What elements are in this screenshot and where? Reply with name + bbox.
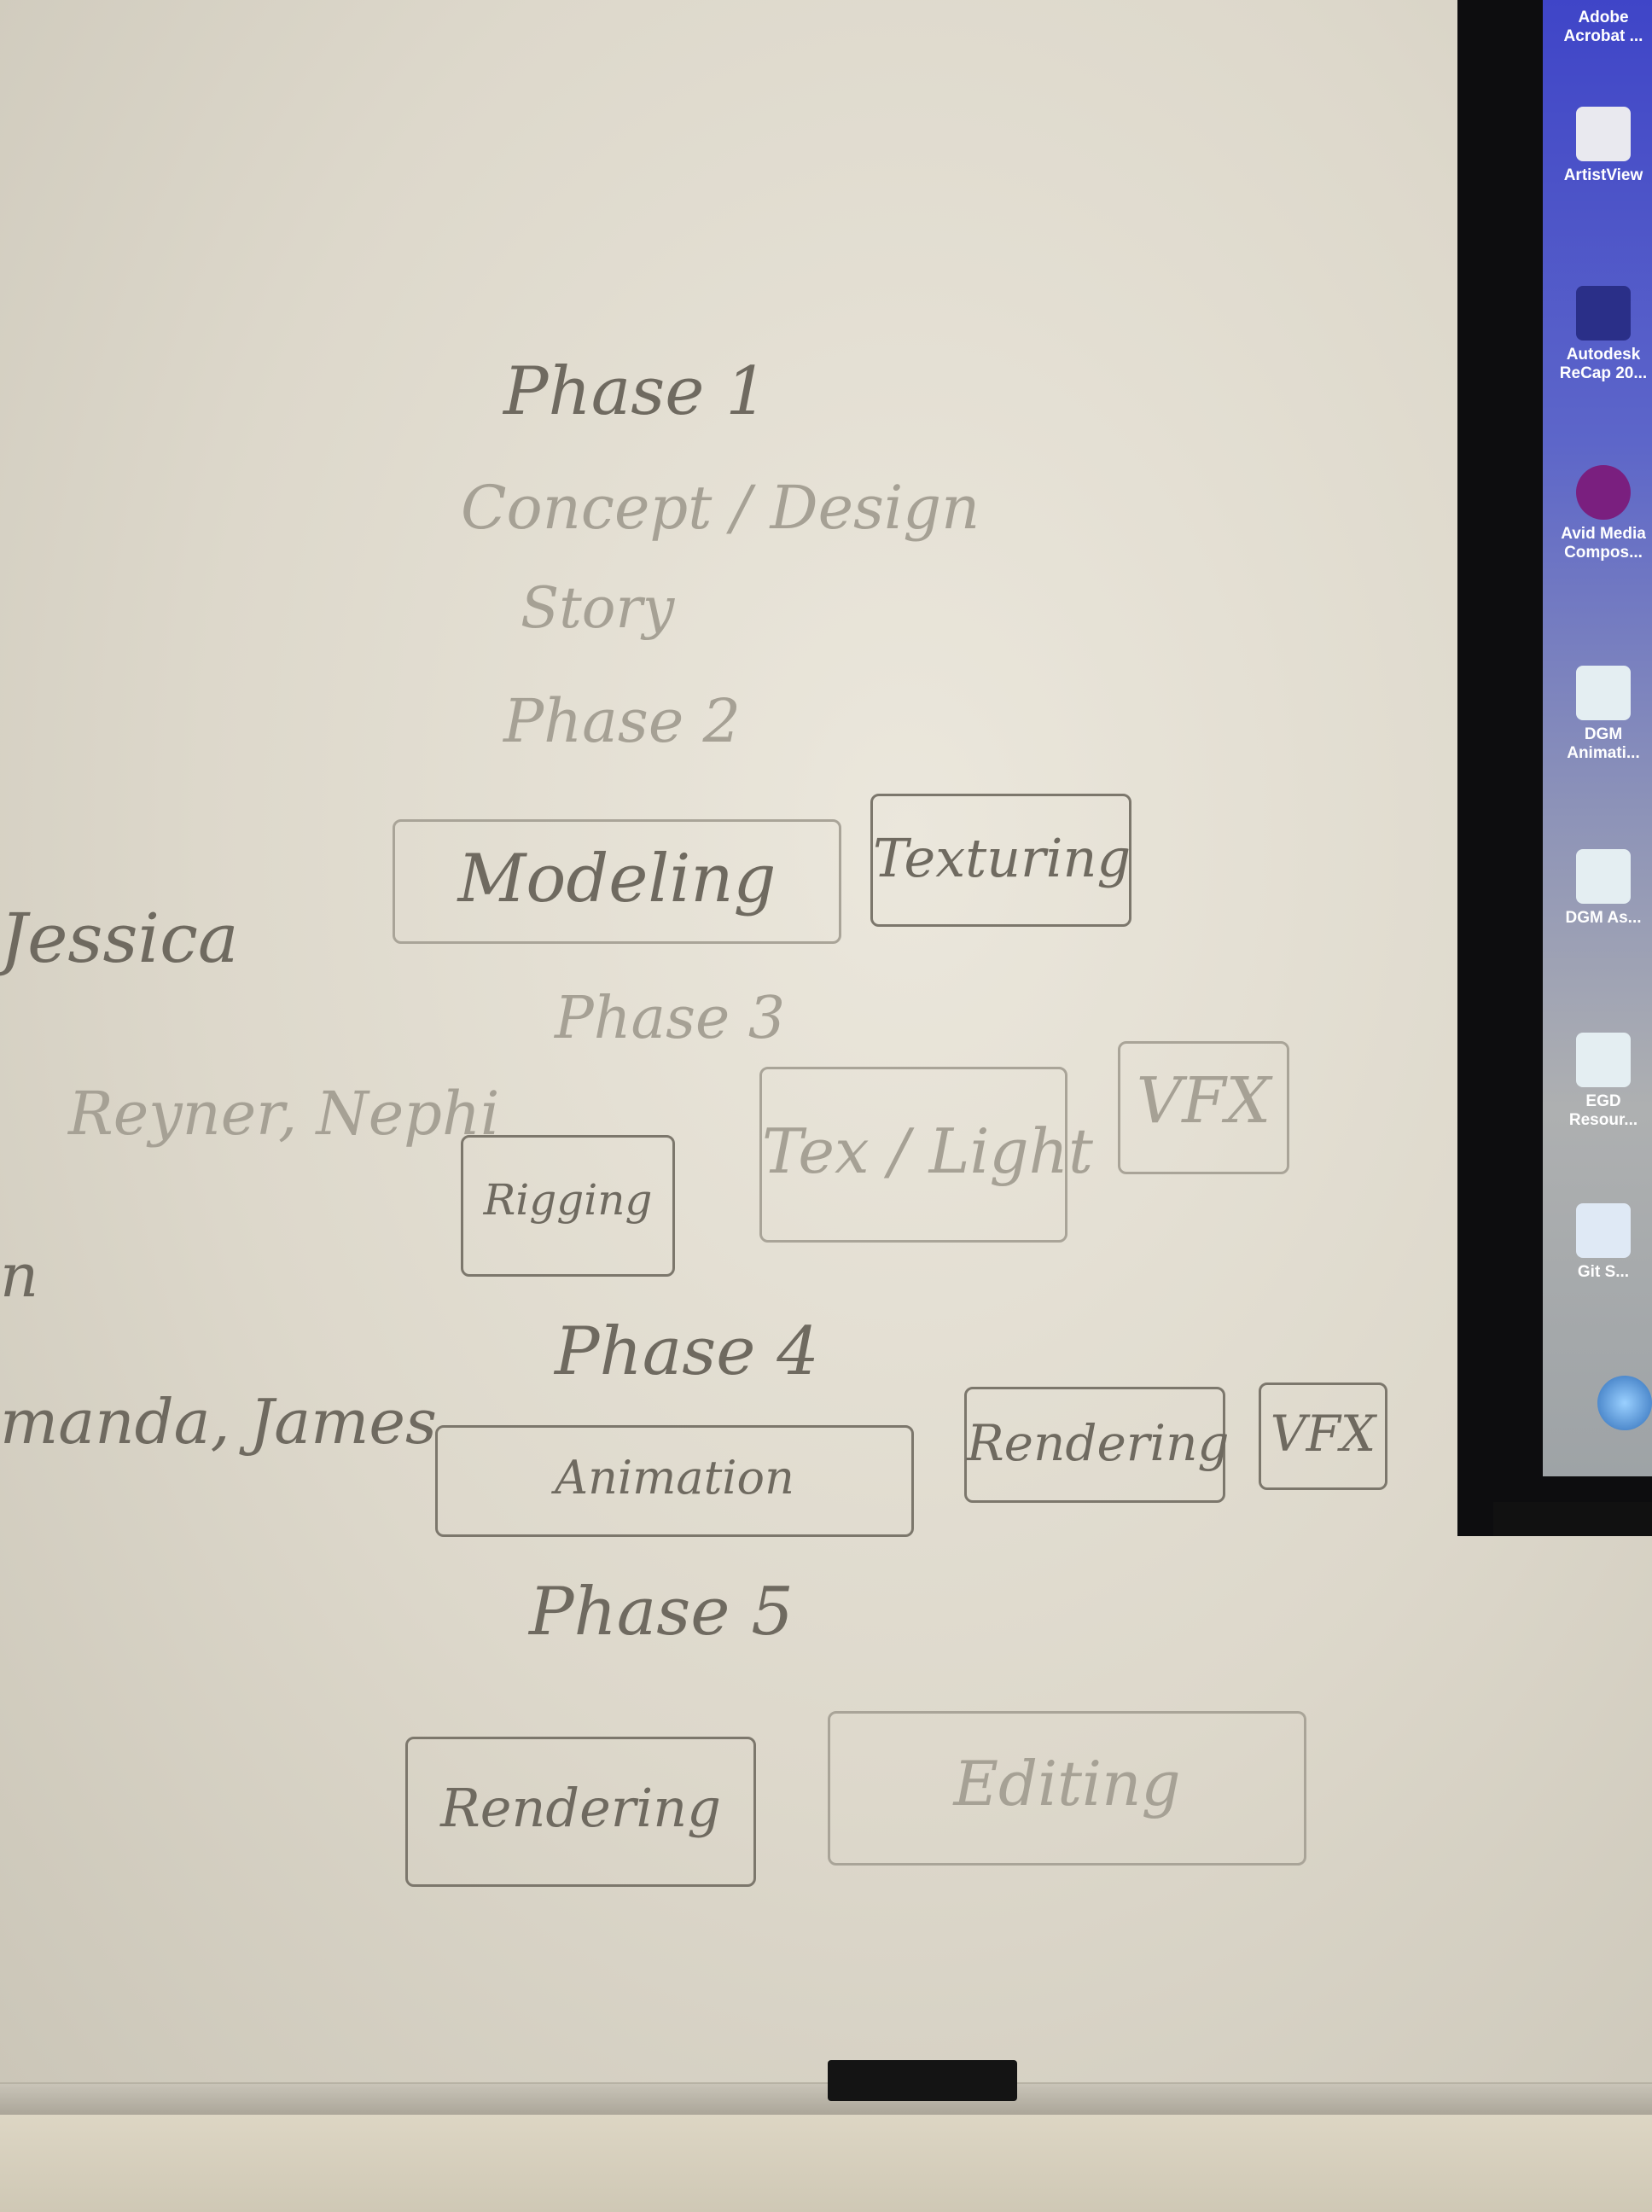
screen-bottom-bar [1493, 1502, 1652, 1536]
box-modeling-label: Modeling [457, 841, 777, 917]
box-editing-label: Editing [953, 1748, 1181, 1819]
phase3-title: Phase 3 [555, 985, 786, 1052]
whiteboard [0, 0, 1652, 2082]
box-editing: Editing [828, 1711, 1306, 1866]
box-rendering-4-label: Rendering [967, 1414, 1230, 1472]
box-rigging: Rigging [461, 1135, 675, 1277]
box-animation-label: Animation [555, 1451, 794, 1505]
desktop-icon-dgm-as[interactable]: DGM As... [1555, 849, 1652, 928]
name-reyner-nephi: Reyner, Nephi [68, 1079, 500, 1149]
desktop-icon-artistview-label: ArtistView [1563, 166, 1643, 184]
name-fragment: n [0, 1241, 39, 1311]
box-texturing-label: Texturing [873, 827, 1131, 889]
desktop-icon-avid[interactable]: Avid Media Compos... [1555, 465, 1652, 562]
flag-icon [1576, 286, 1631, 341]
box-rigging-label: Rigging [483, 1175, 653, 1225]
cloud-icon [1576, 1033, 1631, 1087]
desktop-icon-git-label: Git S... [1577, 1263, 1630, 1281]
eraser [828, 2060, 1017, 2101]
box-modeling: Modeling [393, 819, 841, 944]
box-rendering-4: Rendering [964, 1387, 1230, 1503]
desktop-icon-artistview[interactable]: ArtistView [1555, 107, 1652, 185]
desktop-icon-recap[interactable]: Autodesk ReCap 20... [1555, 286, 1652, 383]
name-amanda-james: manda, James [0, 1386, 437, 1458]
phase1-concept: Concept / Design [461, 473, 980, 543]
media-icon [1576, 465, 1631, 520]
start-button[interactable] [1597, 1376, 1652, 1430]
box-texturing: Texturing [870, 794, 1131, 927]
box-animation: Animation [435, 1425, 914, 1537]
box-tex-light: Tex / Light [759, 1067, 1093, 1243]
box-rendering-5-label: Rendering [440, 1777, 721, 1839]
cloud-icon [1576, 849, 1631, 904]
desktop-icon-recap-label: Autodesk ReCap 20... [1559, 346, 1648, 382]
phase5-title: Phase 5 [529, 1574, 794, 1650]
box-vfx-3: VFX [1118, 1041, 1289, 1174]
desktop-icon-egd-label: EGD Resour... [1568, 1092, 1638, 1129]
desktop-icon-egd[interactable]: EGD Resour... [1555, 1033, 1652, 1130]
cloud-icon [1576, 666, 1631, 720]
desktop-icon-dgm-animation-label: DGM Animati... [1567, 725, 1640, 762]
desktop-icon-acrobat-label: Adobe Acrobat ... [1563, 9, 1643, 45]
desktop-icon-avid-label: Avid Media Compos... [1561, 525, 1646, 562]
document-icon [1576, 1203, 1631, 1258]
box-tex-light-label: Tex / Light [762, 1115, 1093, 1187]
marker-tray [0, 2082, 1652, 2116]
box-rendering-5: Rendering [405, 1737, 756, 1887]
phase1-title: Phase 1 [503, 353, 768, 430]
name-jessica: Jessica [0, 899, 239, 978]
box-vfx-4: VFX [1259, 1382, 1387, 1490]
phase4-title: Phase 4 [555, 1313, 819, 1390]
cube-icon [1576, 107, 1631, 161]
desktop-icon-acrobat[interactable]: Adobe Acrobat ... [1555, 9, 1652, 46]
box-vfx-3-label: VFX [1136, 1064, 1271, 1138]
box-vfx-4-label: VFX [1270, 1405, 1376, 1463]
desktop-icon-git[interactable]: Git S... [1555, 1203, 1652, 1282]
wall [0, 2115, 1652, 2212]
desktop-icon-dgm-as-label: DGM As... [1565, 909, 1642, 927]
phase1-story: Story [521, 575, 675, 641]
desktop-icon-dgm-animation[interactable]: DGM Animati... [1555, 666, 1652, 763]
phase2-title: Phase 2 [503, 686, 742, 756]
